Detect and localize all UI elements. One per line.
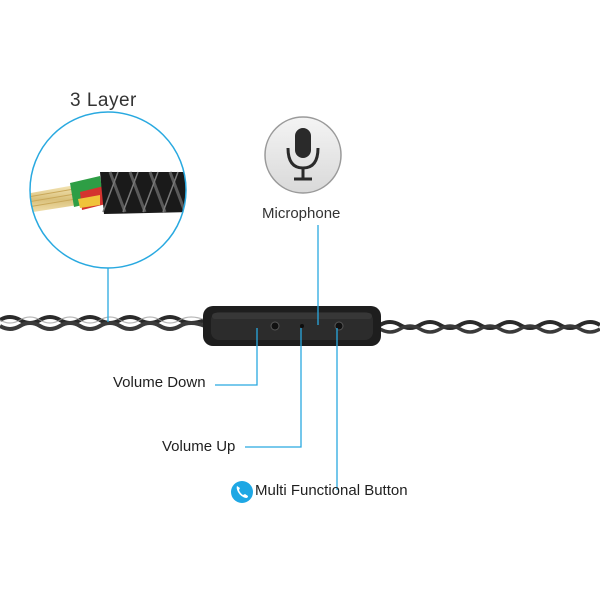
volume-down-button[interactable]: [270, 321, 280, 331]
multi-button-label: Multi Functional Button: [255, 482, 408, 499]
multi-function-button[interactable]: [334, 321, 344, 331]
volume-down-callout: [215, 328, 258, 386]
callout-lines: [215, 225, 338, 490]
microphone-badge: [264, 116, 342, 194]
microphone-icon: [286, 128, 320, 181]
volume-up-callout: [245, 328, 302, 448]
inline-remote: [203, 306, 381, 346]
three-layer-label: 3 Layer: [70, 90, 137, 111]
cable-right: [378, 320, 600, 334]
volume-up-button[interactable]: [300, 324, 304, 328]
three-layer-zoom: [29, 111, 187, 322]
phone-badge: [231, 481, 253, 503]
cable-left: [0, 315, 206, 331]
volume-up-label: Volume Up: [162, 438, 236, 455]
volume-down-label: Volume Down: [113, 374, 206, 391]
microphone-label: Microphone: [262, 205, 341, 222]
phone-icon: [236, 486, 248, 498]
